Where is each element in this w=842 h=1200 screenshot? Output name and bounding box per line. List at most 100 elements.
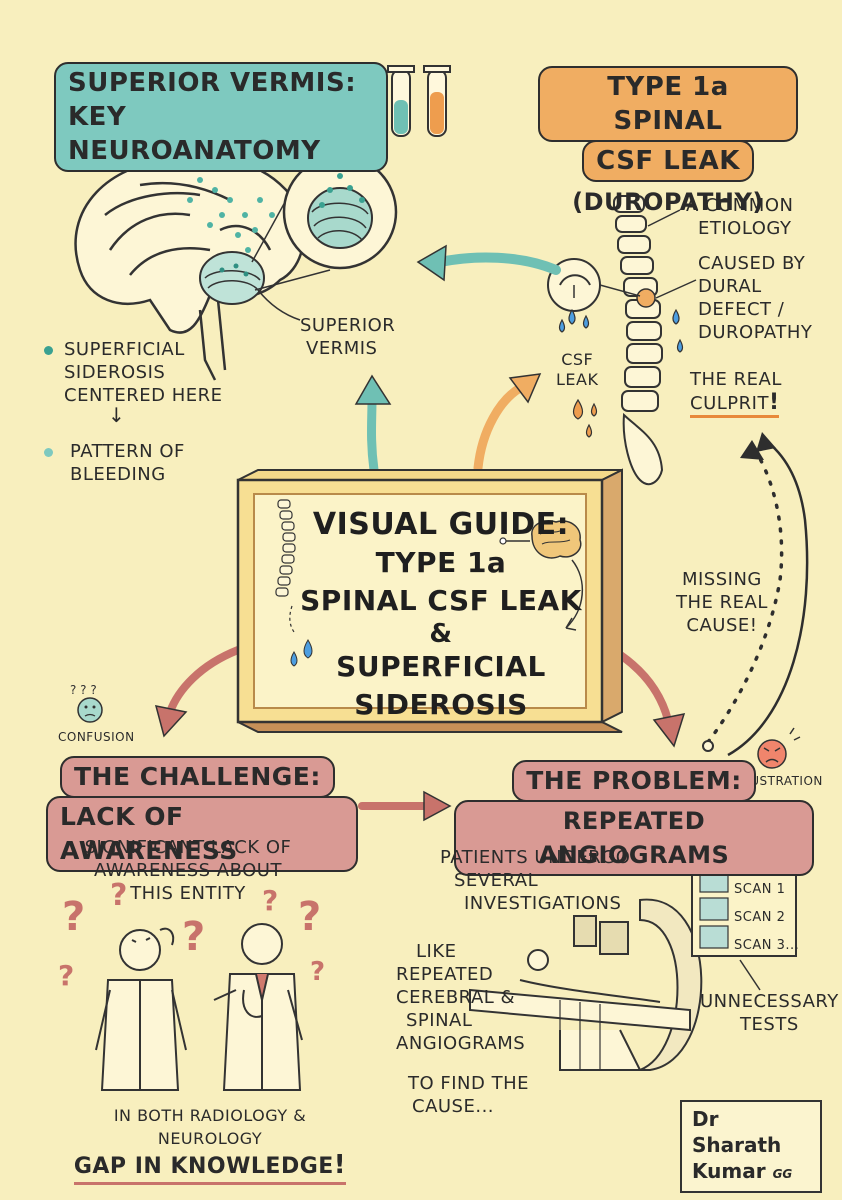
svg-text:?: ?: [58, 959, 74, 992]
challenge-desc-line-2: AWARENESS ABOUT: [94, 860, 282, 881]
center-box-frame: [236, 468, 623, 733]
signature-line-2: Kumar: [692, 1159, 766, 1183]
csf-drops-icon: [558, 308, 684, 353]
csf-line-2: LEAK: [556, 370, 599, 389]
author-signature: Dr Sharath Kumar GG: [680, 1100, 822, 1193]
bullet-superficial-siderosis: SUPERFICIAL SIDEROSIS CENTERED HERE: [44, 338, 223, 407]
problem-title: THE PROBLEM: REPEATED ANGIOGRAMS: [454, 760, 814, 876]
caused-line-1: CAUSED BY: [698, 253, 806, 274]
brain-dots: [187, 177, 275, 253]
bullet2-line-1: PATTERN OF: [70, 441, 185, 462]
find-line-1: TO FIND THE: [408, 1073, 529, 1094]
problem-title-line-2: REPEATED ANGIOGRAMS: [454, 800, 814, 876]
missing-line-1: MISSING: [681, 569, 762, 590]
culprit-line-2: CULPRIT: [690, 393, 769, 414]
arrow-center-to-challenge: [166, 646, 242, 716]
dotted-arrow-missing: [706, 443, 784, 744]
scan-list: SCAN 1 SCAN 2 SCAN 3...: [734, 876, 799, 960]
solid-arrow-culprit: [727, 439, 809, 757]
to-find-cause-label: TO FIND THE CAUSE...: [408, 1072, 529, 1118]
like-line-5: ANGIOGRAMS: [396, 1033, 526, 1054]
title-type-1a: TYPE 1a SPINAL CSF LEAK (DUROPATHY): [538, 66, 798, 218]
confused-face-icon: ? ? ?: [70, 683, 103, 723]
csf-leak-label: CSF LEAK: [556, 350, 598, 390]
problem-desc-line-1: PATIENTS UNDERGO: [440, 847, 631, 868]
svg-text:?: ?: [298, 894, 321, 940]
center-line-2: TYPE 1a: [375, 546, 507, 579]
missing-real-cause-label: MISSING THE REAL CAUSE!: [676, 568, 768, 637]
dural-defect-marker: [636, 288, 656, 308]
like-line-4: SPINAL: [406, 1010, 473, 1031]
test-tubes-icon: [387, 65, 451, 137]
scan-item-3: SCAN 3...: [734, 938, 800, 953]
svg-text:?: ?: [262, 884, 278, 917]
center-box-title: VISUAL GUIDE: TYPE 1a SPINAL CSF LEAK & …: [296, 506, 586, 724]
problem-description: PATIENTS UNDERGO SEVERAL INVESTIGATIONS: [440, 846, 630, 915]
svg-text:?: ?: [110, 878, 127, 913]
challenge-title: THE CHALLENGE: LACK OF AWARENESS: [46, 756, 358, 872]
scan-item-1: SCAN 1: [734, 882, 786, 897]
culprit-exclaim: !: [768, 390, 780, 415]
arrow-center-to-csf: [473, 383, 525, 473]
mini-spine-icon: [275, 499, 296, 597]
mini-brain-icon: [499, 520, 584, 631]
missing-line-3: CAUSE!: [686, 615, 758, 636]
csf-leak-magnifier-icon: [547, 258, 641, 312]
title-pill-line-2: CSF LEAK: [582, 140, 754, 182]
csf-line-1: CSF: [561, 350, 594, 369]
caused-line-4: DUROPATHY: [698, 322, 813, 343]
gap-in-knowledge-wrap: GAP IN KNOWLEDGE!: [73, 1150, 347, 1185]
find-line-2: CAUSE...: [412, 1096, 495, 1117]
arrow-leak-to-vermis: [435, 252, 561, 275]
spine-icon: [613, 195, 664, 486]
gap-exclaim: !: [333, 1150, 347, 1180]
bullet2-line-2: BLEEDING: [70, 464, 166, 485]
caused-line-2: DURAL: [698, 276, 762, 297]
culprit-line-2-wrap: CULPRIT!: [690, 390, 780, 418]
like-line-1: LIKE: [416, 941, 457, 962]
signature-line-1: Dr Sharath: [692, 1107, 782, 1157]
like-line-2: REPEATED: [396, 964, 494, 985]
angio-machine-icon: [469, 898, 703, 1071]
unnecessary-line-1: UNNECESSARY: [700, 991, 839, 1012]
center-line-4: &: [429, 619, 453, 649]
bullet1-line-2: SIDEROSIS: [64, 362, 166, 383]
challenge-foot-line-1: IN BOTH RADIOLOGY & NEUROLOGY: [113, 1106, 307, 1148]
vermis-pointer-line: [257, 289, 301, 321]
mini-drops-icon: [290, 639, 313, 667]
orange-drops-icon: [572, 398, 598, 438]
etiology-line-2: ETIOLOGY: [698, 218, 792, 239]
svg-text:?: ?: [62, 894, 85, 940]
title-superior-vermis: SUPERIOR VERMIS: KEY NEUROANATOMY: [54, 62, 388, 172]
signature-line-2-wrap: Kumar GG: [692, 1158, 810, 1187]
title-pill-line-1: TYPE 1a SPINAL: [538, 66, 798, 142]
center-line-5: SUPERFICIAL: [336, 650, 546, 683]
cerebellum-icon: [199, 251, 265, 305]
bullet1-line-3: CENTERED HERE: [64, 385, 223, 406]
center-line-3: SPINAL CSF LEAK: [300, 584, 582, 617]
vermis-label-line-1: SUPERIOR: [300, 315, 396, 336]
frustrated-face-icon: [757, 727, 801, 769]
caused-line-3: DEFECT /: [698, 299, 785, 320]
challenge-title-line-1: THE CHALLENGE:: [60, 756, 335, 798]
svg-text:?: ?: [182, 914, 205, 960]
magnified-vermis-icon: [251, 154, 398, 291]
problem-like-list: LIKE REPEATED CEREBRAL & SPINAL ANGIOGRA…: [396, 940, 525, 1055]
etiology-line-1: A COMMON: [686, 195, 794, 216]
like-line-3: CEREBRAL &: [396, 987, 516, 1008]
missing-line-2: THE REAL: [676, 592, 768, 613]
frustration-label: FRUSTRATION: [734, 774, 823, 788]
bullet1-line-1: SUPERFICIAL: [64, 339, 185, 360]
bullet-dot: [44, 448, 53, 457]
question-marks: ? ? ? ? ? ? ?: [58, 878, 325, 992]
svg-text:? ? ?: ? ? ?: [70, 683, 97, 697]
doctor-left-icon: [95, 927, 187, 1091]
scan-monitor-icon: [691, 859, 797, 991]
svg-text:?: ?: [310, 957, 325, 987]
scan-item-2: SCAN 2: [734, 910, 786, 925]
center-line-1: VISUAL GUIDE:: [312, 507, 570, 542]
title-line-2: KEY NEUROANATOMY: [68, 102, 321, 166]
center-line-6: SIDEROSIS: [354, 688, 528, 721]
bullet-pattern-bleeding: PATTERN OF BLEEDING: [44, 440, 185, 486]
